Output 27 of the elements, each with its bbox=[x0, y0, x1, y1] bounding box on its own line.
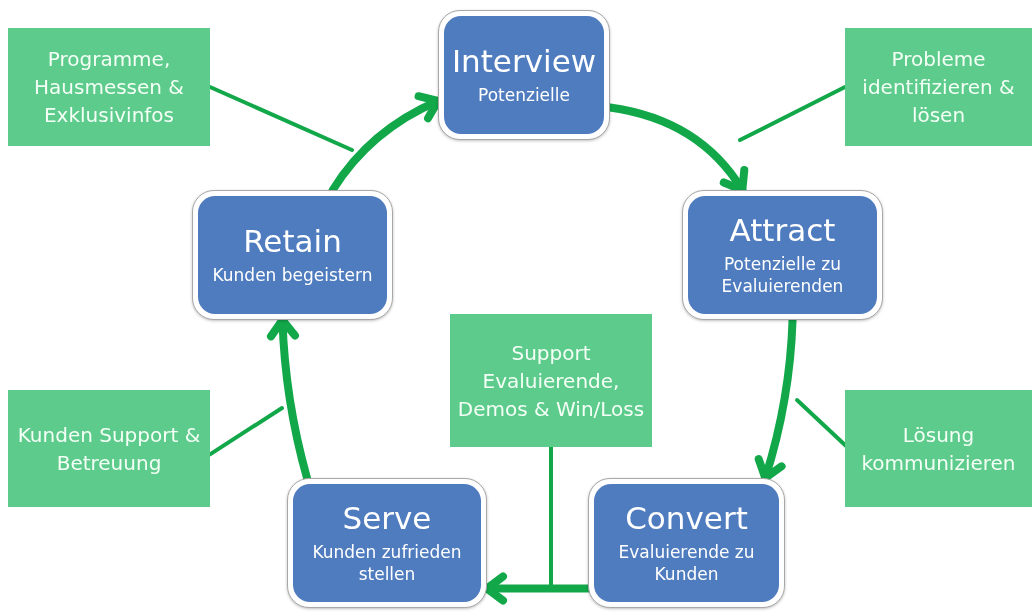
stage-box bbox=[287, 478, 487, 608]
stage-box bbox=[438, 10, 610, 140]
note-text: Programme, Hausmessen & Exklusivinfos bbox=[33, 46, 185, 129]
note-text: Kunden Support & Betreuung bbox=[16, 421, 202, 477]
stage-description: Kunden begeistern bbox=[212, 263, 373, 286]
note-text: Probleme identifizieren & lösen bbox=[861, 46, 1016, 129]
stage-title: Retain bbox=[243, 224, 342, 260]
stage-box bbox=[192, 190, 393, 320]
stage-box bbox=[682, 190, 883, 320]
stage-title: Attract bbox=[729, 213, 836, 249]
stage-description: Evaluierende zu Kunden bbox=[617, 540, 756, 585]
note-box bbox=[845, 390, 1032, 507]
stage-box bbox=[588, 478, 785, 608]
leader-line bbox=[549, 445, 553, 588]
note-box bbox=[8, 28, 210, 146]
stage-title: Convert bbox=[625, 501, 748, 537]
leader-line bbox=[738, 85, 847, 142]
stage-title: Serve bbox=[342, 501, 432, 537]
stage-description: Kunden zufrieden stellen bbox=[311, 540, 463, 585]
stage-description: Potenzielle bbox=[478, 83, 570, 106]
note-text: Support Evaluierende, Demos & Win/Loss bbox=[456, 339, 646, 423]
stage-description: Potenzielle zu Evaluierenden bbox=[720, 252, 845, 297]
note-text: Lösung kommunizieren bbox=[860, 421, 1017, 477]
note-box bbox=[845, 28, 1032, 146]
note-box bbox=[450, 314, 652, 447]
stage-title: Interview bbox=[451, 44, 597, 80]
note-box bbox=[8, 390, 210, 507]
